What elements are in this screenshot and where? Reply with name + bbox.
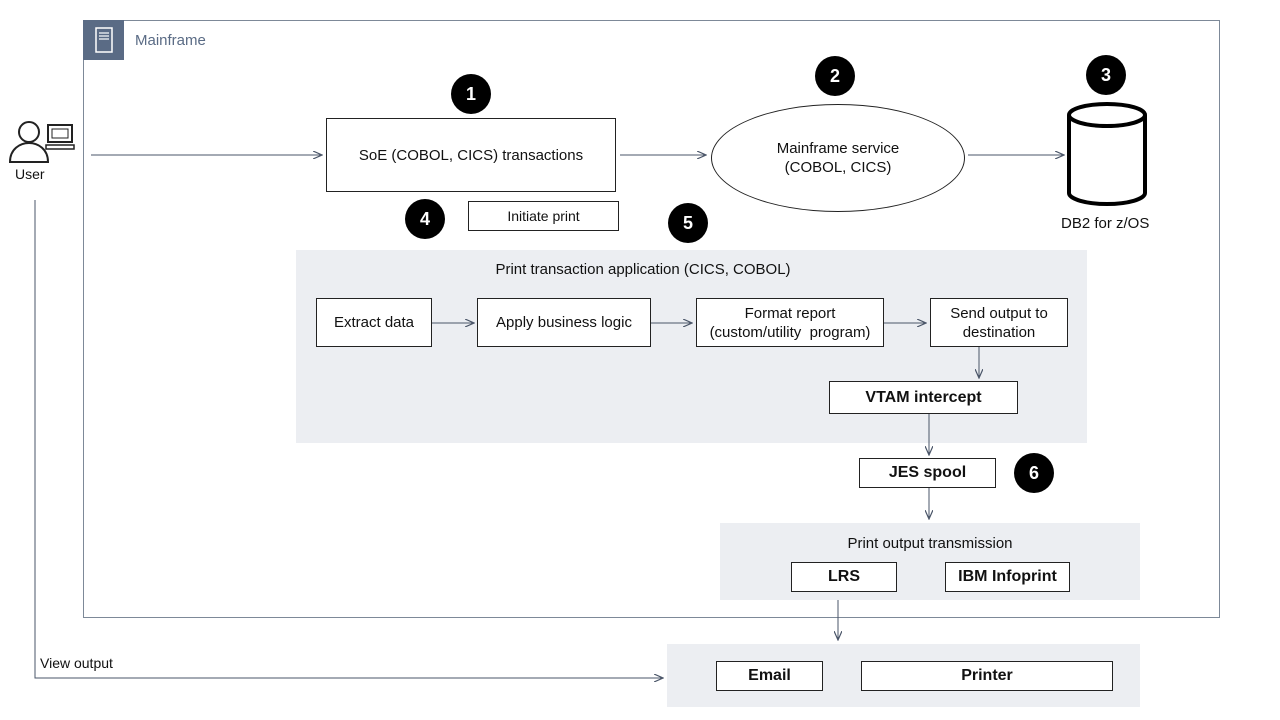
print-transaction-title: Print transaction application (CICS, COB… xyxy=(495,261,791,278)
format-report-box: Format report (custom/utility program) xyxy=(696,298,884,347)
step-badge-1: 1 xyxy=(451,74,491,114)
send-output-line2: destination xyxy=(962,323,1036,341)
format-report-line1: Format report xyxy=(744,304,836,322)
db2-label: DB2 for z/OS xyxy=(1061,215,1150,232)
send-output-box: Send output to destination xyxy=(930,298,1068,347)
server-icon xyxy=(83,20,124,60)
ibm-infoprint-label: IBM Infoprint xyxy=(958,568,1057,585)
extract-data-label: Extract data xyxy=(333,314,415,331)
lrs-box: LRS xyxy=(791,562,897,592)
initiate-print-label: Initiate print xyxy=(507,207,580,224)
jes-spool-label: JES spool xyxy=(888,464,967,481)
lrs-label: LRS xyxy=(828,568,860,585)
format-report-line2: (custom/utility program) xyxy=(709,323,871,341)
step-badge-4: 4 xyxy=(405,199,445,239)
step-badge-3: 3 xyxy=(1086,55,1126,95)
extract-data-box: Extract data xyxy=(316,298,432,347)
soe-transactions-label: SoE (COBOL, CICS) transactions xyxy=(358,146,584,164)
ibm-infoprint-box: IBM Infoprint xyxy=(945,562,1070,592)
user-label: User xyxy=(15,166,45,182)
view-output-label: View output xyxy=(40,655,113,671)
mainframe-service-line1: Mainframe service xyxy=(776,140,900,157)
user-computer-icon xyxy=(8,117,76,168)
step-badge-2: 2 xyxy=(815,56,855,96)
step-badge-6: 6 xyxy=(1014,453,1054,493)
mainframe-service-ellipse: Mainframe service (COBOL, CICS) xyxy=(711,104,965,212)
printer-label: Printer xyxy=(961,667,1013,684)
jes-spool-box: JES spool xyxy=(859,458,996,488)
business-logic-box: Apply business logic xyxy=(477,298,651,347)
email-label: Email xyxy=(748,667,791,684)
printer-box: Printer xyxy=(861,661,1113,691)
send-output-line1: Send output to xyxy=(950,304,1048,322)
mainframe-label: Mainframe xyxy=(135,32,206,49)
vtam-intercept-label: VTAM intercept xyxy=(865,388,982,406)
vtam-intercept-box: VTAM intercept xyxy=(829,381,1018,414)
mainframe-service-line2: (COBOL, CICS) xyxy=(784,159,892,176)
database-icon xyxy=(1066,101,1148,212)
email-box: Email xyxy=(716,661,823,691)
print-output-title: Print output transmission xyxy=(847,535,1013,552)
initiate-print-box: Initiate print xyxy=(468,201,619,231)
step-badge-5: 5 xyxy=(668,203,708,243)
soe-transactions-box: SoE (COBOL, CICS) transactions xyxy=(326,118,616,192)
mainframe-frame xyxy=(83,20,1220,618)
print-output-panel xyxy=(720,523,1140,600)
business-logic-label: Apply business logic xyxy=(496,314,632,331)
